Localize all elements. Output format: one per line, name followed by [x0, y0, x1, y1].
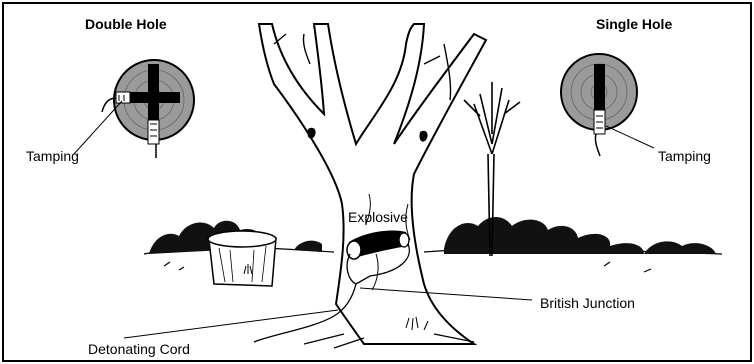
- detonating-cord-label: Detonating Cord: [88, 342, 190, 356]
- stump: [208, 231, 276, 286]
- right-tamping-label: Tamping: [658, 149, 711, 163]
- main-tree: [259, 24, 486, 348]
- single-hole-cross-section: [561, 54, 654, 156]
- tree-felling-illustration: [4, 4, 750, 360]
- double-hole-title: Double Hole: [85, 17, 167, 31]
- british-junction-label: British Junction: [540, 296, 635, 310]
- single-hole-title: Single Hole: [596, 17, 672, 31]
- double-hole-cross-section: [74, 60, 194, 158]
- left-tamping-label: Tamping: [26, 149, 79, 163]
- callout-leaders: [124, 288, 532, 338]
- explosive-label: Explosive: [348, 210, 408, 224]
